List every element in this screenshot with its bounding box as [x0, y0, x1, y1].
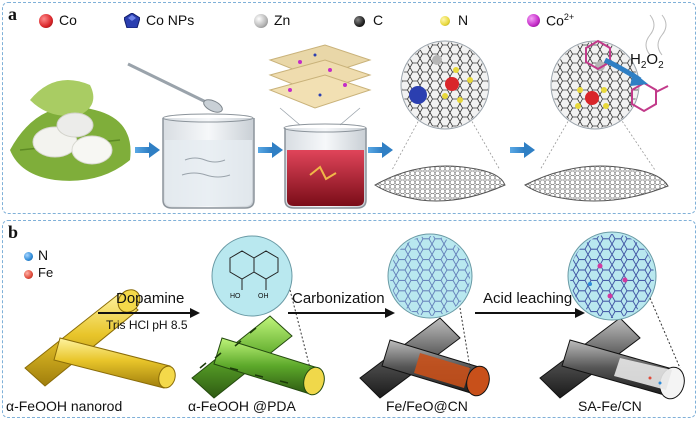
beaker-red-solution: [283, 123, 367, 209]
legend-co-nps-label: Co NPs: [146, 12, 195, 28]
beaker-water: [162, 113, 255, 209]
legend-co2-text: Co: [546, 12, 564, 29]
process-arrow-1: [135, 142, 160, 158]
benzene-oxidation-icon: [585, 14, 669, 113]
co-nanoparticle-icon: [123, 12, 141, 29]
silkworm-cocoons-icon: [10, 80, 131, 181]
feooh-nanorod-icon: [24, 289, 176, 389]
legend-co-label: Co: [59, 12, 77, 28]
caption-fe-feo-cn: Fe/FeO@CN: [386, 398, 468, 414]
legend-co2-sup: 2+: [563, 12, 575, 22]
process-arrow-3: [368, 142, 393, 158]
feooh-pda-rod-icon: [191, 315, 325, 399]
legend-co2-label: Co2+: [546, 12, 574, 29]
step1-sub: Tris HCl pH 8.5: [106, 318, 188, 332]
spoon-icon: [127, 62, 223, 113]
dopamine-arrow: [98, 308, 200, 318]
co2-ion-icon: [527, 14, 540, 27]
layered-mof-stack-icon: [268, 44, 372, 126]
zn-atom-icon: [254, 14, 268, 28]
fe-feo-cn-rod-icon: [359, 317, 490, 399]
co-atom-icon: [39, 14, 53, 28]
h2o2-label: H2O2: [630, 51, 664, 71]
sa-fe-zoom: [567, 231, 681, 369]
step1-label: Dopamine: [116, 290, 185, 307]
n-atom-blue-icon: [24, 252, 33, 261]
h2o2-sub2: 2: [658, 60, 664, 71]
fe-atom-icon: [24, 270, 33, 279]
cn-structure-zoom: [387, 233, 473, 369]
panel-b-scheme: HO OH: [24, 231, 685, 400]
pda-molecule-zoom: [211, 235, 311, 369]
c-atom-icon: [354, 16, 365, 27]
h2o2-sub1: 2: [640, 60, 647, 71]
legend-n-label: N: [458, 12, 469, 28]
panel-a-scheme: [10, 14, 669, 209]
acid-leaching-arrow: [475, 308, 585, 318]
step3-label: Acid leaching: [483, 290, 573, 307]
step2-label: Carbonization: [292, 290, 385, 307]
panel-b-label: b: [8, 222, 19, 242]
h2o2-h: H: [630, 51, 641, 68]
sa-fe-cn-rod-icon: [539, 317, 685, 400]
legend-b-n-label: N: [38, 247, 49, 263]
legend-c-label: C: [373, 12, 384, 28]
oh-label-1: OH: [258, 293, 269, 300]
legend-zn-label: Zn: [274, 12, 291, 28]
ho-label-1: HO: [230, 293, 241, 300]
process-arrow-4: [510, 142, 535, 158]
caption-feooh: α-FeOOH nanorod: [6, 398, 123, 414]
carbon-sheet-co-nps: [374, 40, 506, 202]
carbonization-arrow: [288, 308, 395, 318]
process-arrow-2: [258, 142, 283, 158]
caption-feooh-pda: α-FeOOH @PDA: [188, 398, 296, 414]
n-atom-icon: [440, 16, 450, 26]
panel-a-label: a: [8, 4, 17, 24]
caption-sa-fe-cn: SA-Fe/CN: [578, 398, 642, 414]
h2o2-o: O: [646, 51, 659, 68]
legend-b-fe-label: Fe: [38, 265, 54, 280]
